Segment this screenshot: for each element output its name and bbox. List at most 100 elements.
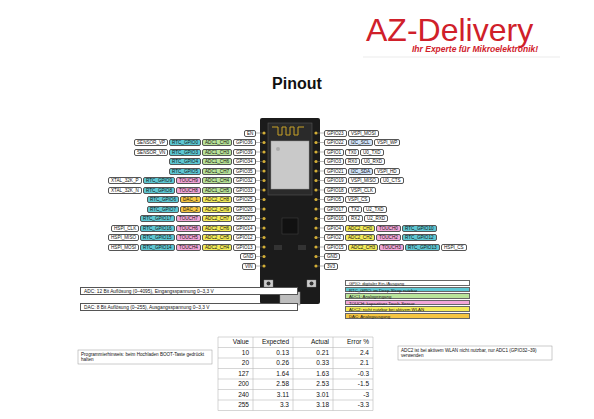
pin-label-text: GPIO16 [327, 216, 344, 221]
pin-label-text: ADC1_CH4 [205, 178, 229, 183]
pin-label: TOUCH7 [176, 215, 201, 222]
pin-label: GPIO1 [324, 149, 344, 156]
pin-label: GPIO34 [233, 158, 256, 165]
table-cell: 240 [218, 390, 249, 401]
pin-label-text: ADC1_CH5 [205, 188, 229, 193]
pin-label: TOUCH9 [176, 177, 201, 184]
logo-underline [363, 57, 560, 58]
pin-label-text: RTC_GPIO3 [172, 150, 198, 155]
legend-swatch: GPIO: digitaler Ein-/Ausgang [345, 280, 470, 286]
pin-label-text: ADC2_CH9 [205, 207, 229, 212]
pin-label: ADC1_CH5 [202, 187, 232, 194]
pin-label: GND [240, 253, 256, 260]
table-header: Actual [293, 337, 329, 348]
pin-label-text: TOUCH0 [379, 226, 398, 231]
pin-label: ADC2_CH7 [202, 215, 232, 222]
pin-label-text: U2_TXD [366, 207, 384, 212]
pin-label-text: ADC2_CH7 [205, 216, 229, 221]
pin-label-text: RTC_GPIO0 [172, 140, 198, 145]
pin-label: GPIO26 [233, 206, 256, 213]
pin-label: ADC2_CH0 [345, 225, 375, 232]
pin-label-text: ADC2_CH6 [205, 226, 229, 231]
table-cell: 127 [218, 369, 249, 380]
pin-label: U0_CTS [380, 177, 404, 184]
pin-label: GPIO2 [324, 234, 344, 241]
pin-label-text: XTAL_32K_N [111, 188, 139, 193]
pin-label: RTC_GPIO15 [140, 234, 175, 241]
pin-label-text: ADC2_CH5 [205, 235, 229, 240]
pin-label: GPIO35 [233, 168, 256, 175]
legend-text: GPIO: digitaler Ein-/Ausgang [349, 281, 404, 286]
pin-label-text: HSPI_CS [444, 245, 464, 250]
pin-label-text: GPIO3 [327, 159, 341, 164]
pin-label: HSPI_MOSI [108, 244, 139, 251]
pin-label-text: GPIO39 [236, 150, 253, 155]
note-text: Programmierhinweis: beim Hochladen BOOT-… [81, 352, 209, 362]
pin-label: GPIO4 [324, 225, 344, 232]
pin-label: RTC_GPIO16 [140, 225, 175, 232]
pin-label: GND [324, 253, 340, 260]
pin-label: ADC2_CH4 [202, 244, 232, 251]
pin-label: RTC_GPIO5 [169, 168, 201, 175]
pin-label: GPIO32 [233, 177, 256, 184]
pin-label: GPIO39 [233, 149, 256, 156]
pin-label: HSPI_CS [441, 244, 467, 251]
pin-label-text: XTAL_32K_P [111, 178, 139, 183]
pin-label-text: GPIO23 [327, 131, 344, 136]
pin-label: RTC_GPIO0 [169, 139, 201, 146]
pin-label: ADC2_CH3 [348, 244, 378, 251]
pin-label: RTC_GPIO13 [405, 244, 440, 251]
pin-label-text: HSPI_MISO [111, 235, 136, 240]
table-cell: 1.64 [253, 369, 289, 380]
pin-label: GPIO16 [324, 215, 347, 222]
table-cell: 200 [218, 379, 249, 390]
pin-label-text: VIN [245, 264, 253, 269]
pin-label-text: EN [247, 131, 253, 136]
pin-label: RTC_GPIO9 [143, 177, 175, 184]
note-frames [78, 346, 552, 364]
pin-label-text: GPIO36 [236, 140, 253, 145]
pin-label: TOUCH4 [176, 244, 201, 251]
pin-label: GPIO27 [233, 215, 256, 222]
pin-label-text: GPIO17 [327, 207, 344, 212]
pin-label: U0_TXD [360, 149, 384, 156]
pin-label: RTC_GPIO17 [140, 215, 175, 222]
brand-logo: AZ-Delivery [366, 14, 566, 46]
table-cell: 0.33 [293, 358, 329, 369]
pin-label-text: GPIO4 [327, 226, 341, 231]
pin-label: RTC_GPIO4 [169, 158, 201, 165]
pin-label: RTC_GPIO8 [143, 187, 175, 194]
pin-label-text: GPIO12 [236, 235, 253, 240]
pin-label: ADC2_CH6 [202, 225, 232, 232]
pin-label-text: TOUCH2 [379, 235, 398, 240]
table-cell: -0.3 [333, 369, 369, 380]
pin-label: GPIO36 [233, 139, 256, 146]
pin-label: ADC1_CH0 [202, 139, 232, 146]
pin-label-text: GPIO13 [236, 245, 253, 250]
pin-label: RTC_GPIO12 [402, 234, 437, 241]
pin-label-text: SENSOR_VP [137, 140, 165, 145]
pin-label: RTC_GPIO14 [140, 244, 175, 251]
pin-label: GPIO22 [324, 139, 347, 146]
pin-label-text: GPIO2 [327, 235, 341, 240]
pin-label: TOUCH0 [376, 225, 401, 232]
pin-label-text: TOUCH6 [179, 226, 198, 231]
pin-label-text: HSPI_MOSI [111, 245, 136, 250]
pin-label-text: GPIO26 [236, 207, 253, 212]
pin-label-text: VSPI_HD [377, 169, 397, 174]
pin-label-text: TOUCH7 [179, 216, 198, 221]
pin-label: VSPI_CLK [348, 187, 376, 194]
pin-label: GPIO12 [233, 234, 256, 241]
pin-label: GPIO21 [324, 168, 347, 175]
pin-label-text: RTC_GPIO10 [405, 226, 434, 231]
pin-label-text: U2_RXD [367, 216, 385, 221]
pin-label-text: GND [243, 254, 253, 259]
pin-label-text: VSPI_CS [348, 197, 367, 202]
pin-label-text: RTC_GPIO12 [405, 235, 434, 240]
pin-label-text: VSPI_MISO [351, 178, 376, 183]
legend-swatch: TOUCH: kapazitiver Touch-Sensor [345, 300, 470, 306]
table-header: Error % [333, 337, 369, 348]
pin-label: HSPI_CLK [111, 225, 139, 232]
pin-label-text: GPIO15 [327, 245, 344, 250]
